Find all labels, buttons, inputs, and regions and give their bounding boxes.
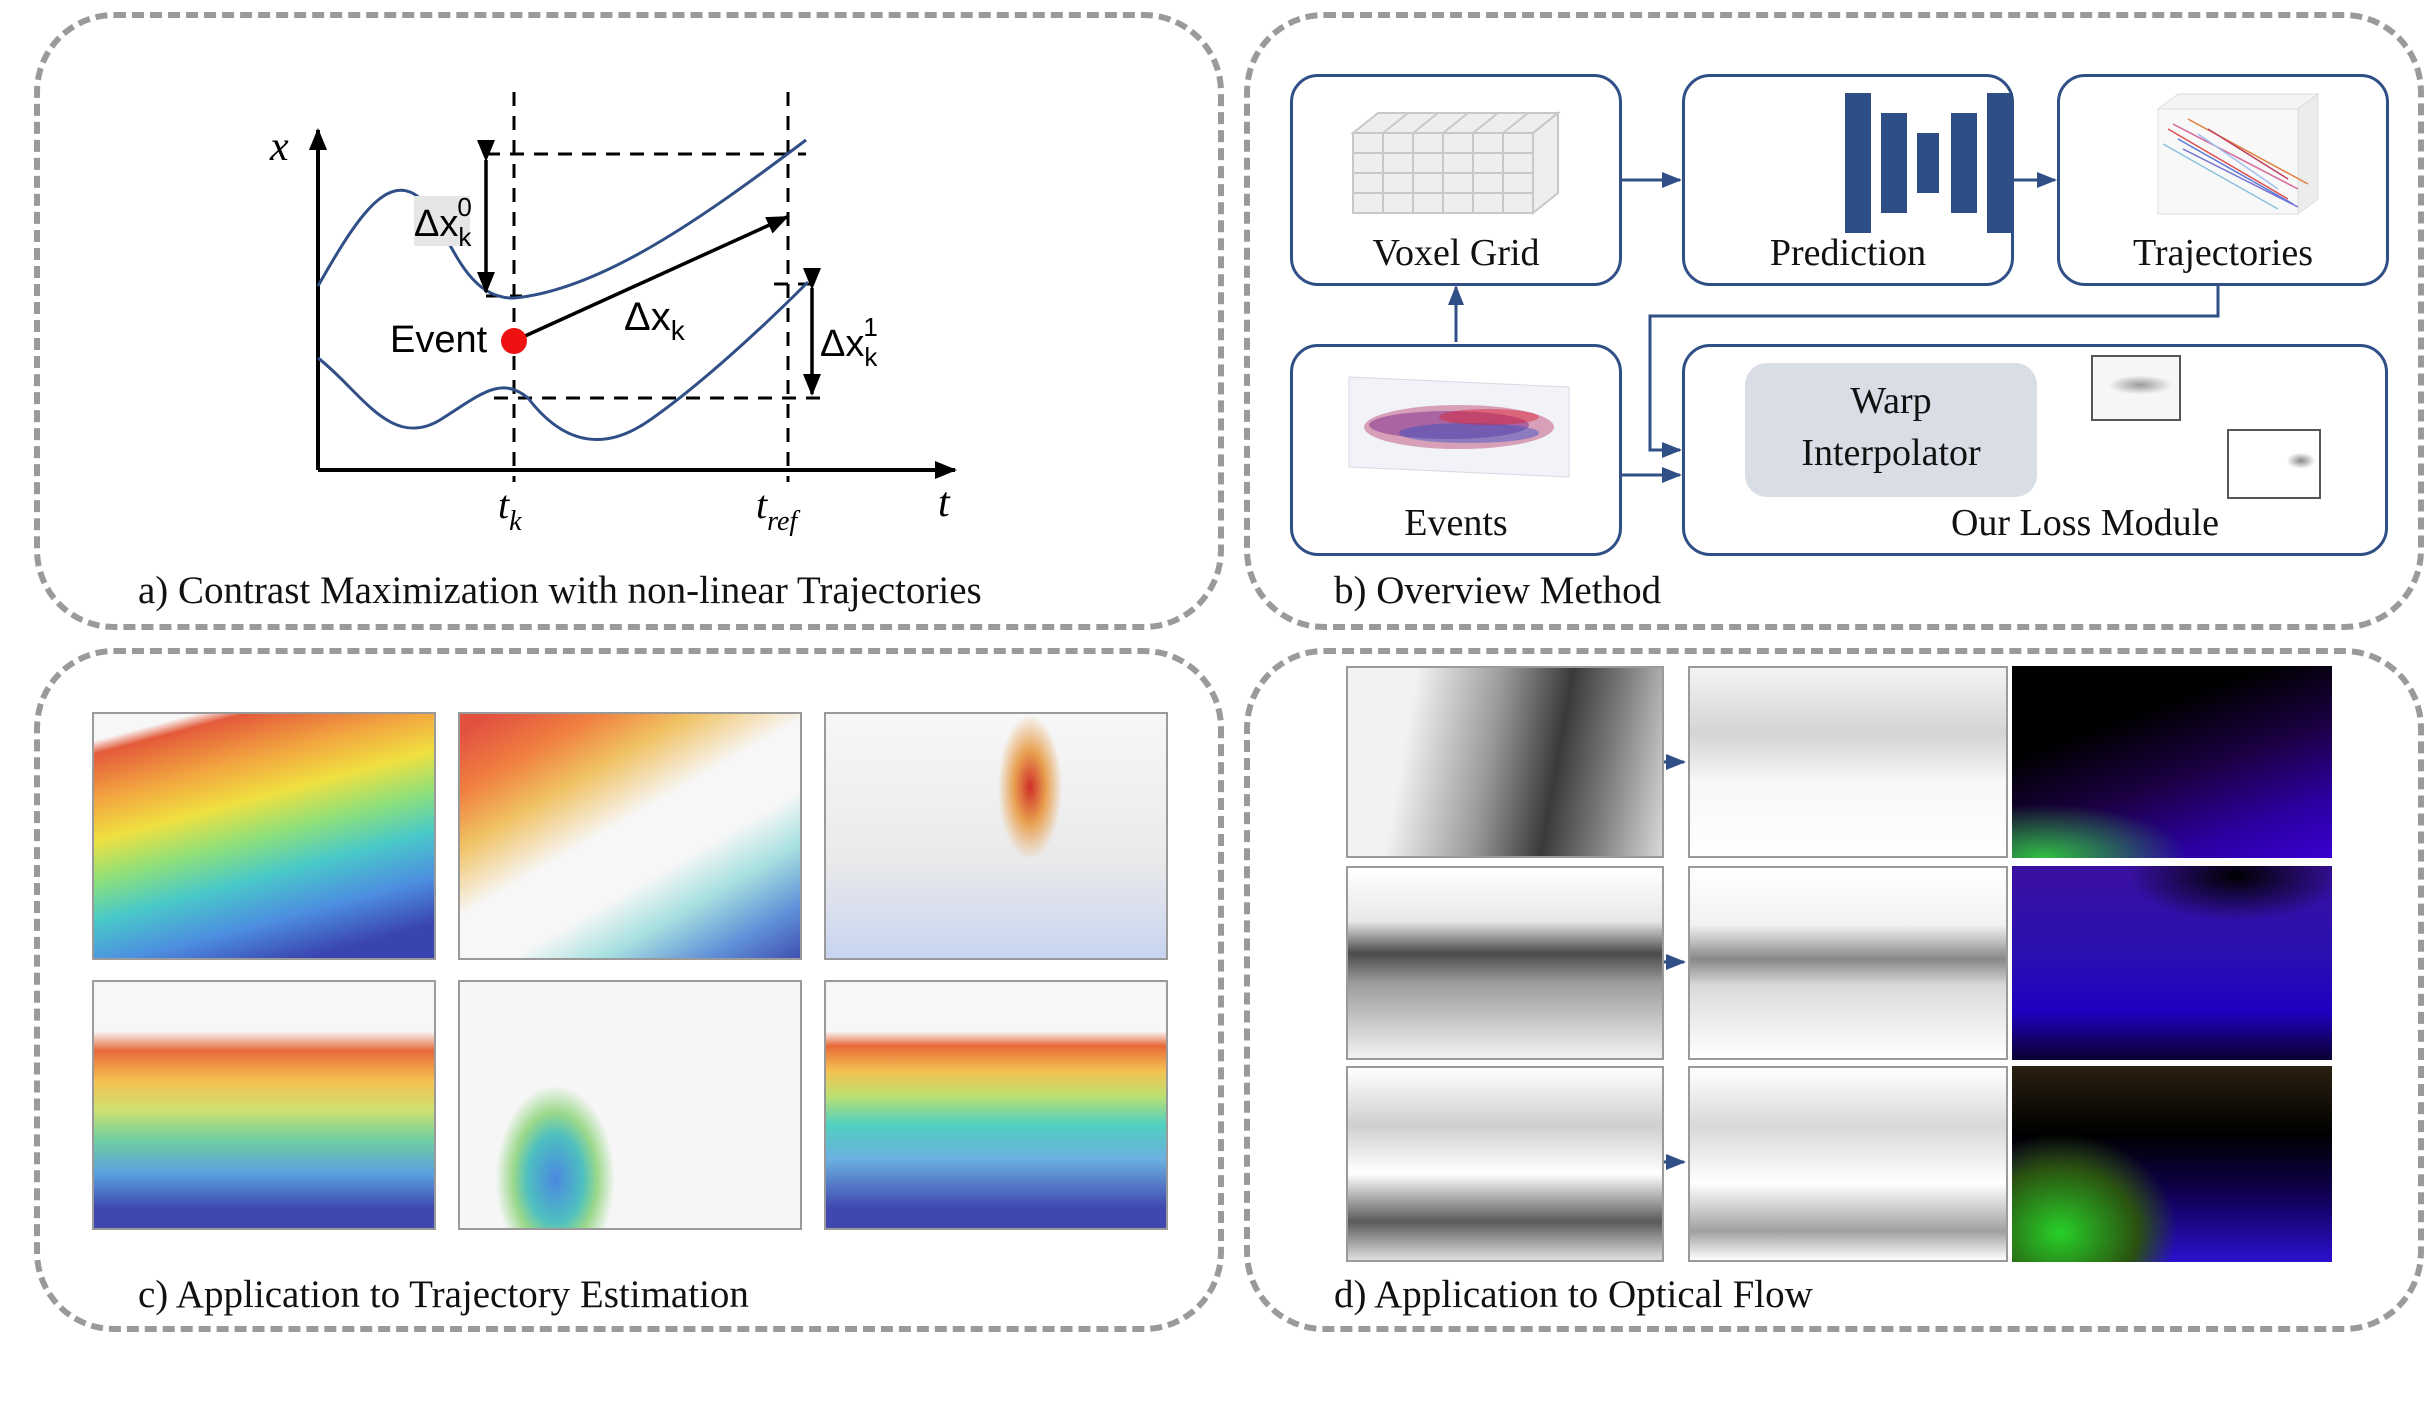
trajectories-box: Trajectories — [2057, 74, 2389, 286]
events-scatter-icon — [1348, 376, 1570, 478]
lower-trajectory-curve — [317, 280, 810, 441]
loss-module-box: Warp Interpolator Our Loss Module — [1682, 344, 2388, 556]
delta-x1-label: Δxk1 — [820, 312, 878, 372]
event-dot — [501, 328, 527, 354]
panel-c-caption: c) Application to Trajectory Estimation — [138, 1273, 749, 1316]
tick-tk-label: tk — [498, 482, 522, 537]
trajectories-label: Trajectories — [2132, 232, 2314, 274]
trajectories-to-loss-connector — [1648, 285, 2220, 458]
loss-module-label: Our Loss Module — [1950, 502, 2220, 544]
axis-t-label: t — [938, 480, 951, 526]
blurred-frame-2 — [1346, 866, 1664, 1060]
upper-trajectory-curve — [316, 138, 807, 300]
events-box: Events — [1290, 344, 1622, 556]
panel-a-caption: a) Contrast Maximization with non-linear… — [138, 569, 982, 612]
warped-frame-3 — [1688, 1066, 2008, 1262]
voxel-grid-label: Voxel Grid — [1372, 232, 1540, 274]
blurred-frame-3 — [1346, 1066, 1664, 1262]
prediction-network-icon — [1845, 93, 2013, 233]
voxel-grid-icon — [1350, 110, 1561, 216]
panel-b-frame — [1244, 12, 2424, 630]
trajectories-cube-icon — [2156, 93, 2320, 215]
trajectory-image-6 — [824, 980, 1168, 1230]
flow-map-1 — [2012, 666, 2332, 858]
flow-map-3 — [2012, 1066, 2332, 1262]
delta-x-label: Δxk — [624, 295, 686, 346]
prediction-label: Prediction — [1769, 232, 1927, 274]
axis-x-label: x — [269, 124, 289, 170]
tick-tref-label: tref — [756, 482, 800, 537]
voxel-grid-box: Voxel Grid — [1290, 74, 1622, 286]
prediction-box: Prediction — [1682, 74, 2014, 286]
warp-label: Warp — [1850, 380, 1932, 422]
flow-map-2 — [2012, 866, 2332, 1060]
trajectory-image-3 — [824, 712, 1168, 960]
event-label: Event — [390, 319, 488, 361]
trajectory-image-2 — [458, 712, 802, 960]
delta-x-arrow — [513, 215, 789, 343]
warped-frame-2 — [1688, 866, 2008, 1060]
warped-frame-1 — [1688, 666, 2008, 858]
trajectory-image-5 — [458, 980, 802, 1230]
trajectory-image-1 — [92, 712, 436, 960]
panel-d-caption: d) Application to Optical Flow — [1334, 1273, 1813, 1316]
warped-events-thumbnail — [2091, 355, 2181, 421]
trajectory-image-4 — [92, 980, 436, 1230]
delta-x0-label: Δxk0 — [414, 192, 472, 252]
iwe-output-thumbnail — [2227, 429, 2321, 499]
panel-d-frame — [1244, 648, 2424, 1332]
blurred-frame-1 — [1346, 666, 1664, 858]
interpolator-label: Interpolator — [1801, 432, 1981, 474]
warp-interpolator-box: Warp Interpolator — [1745, 363, 2037, 497]
delta-x0-label-bg — [414, 196, 470, 246]
events-label: Events — [1404, 502, 1508, 544]
panel-a-frame — [34, 12, 1224, 630]
panel-c-frame — [34, 648, 1224, 1332]
panel-b-caption: b) Overview Method — [1334, 569, 1662, 612]
